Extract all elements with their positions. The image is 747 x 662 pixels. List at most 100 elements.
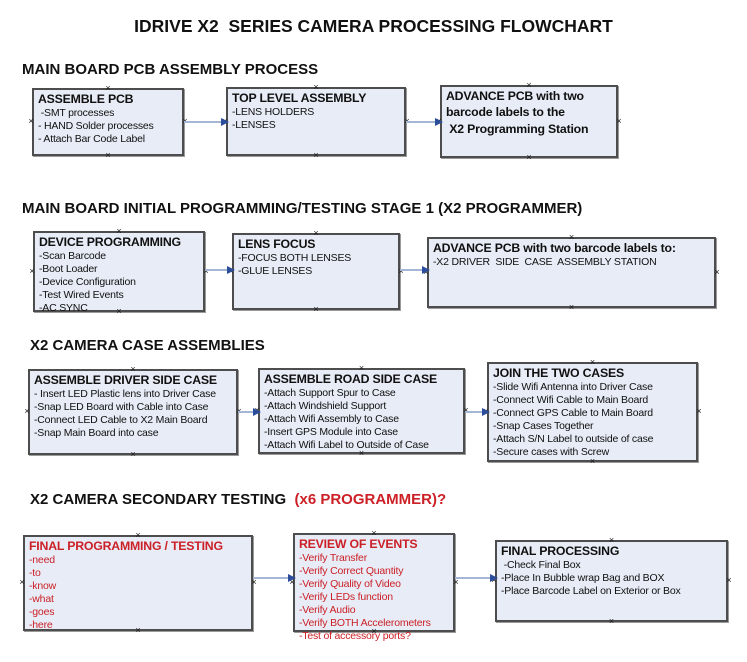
process-box: LENS FOCUS -FOCUS BOTH LENSES-GLUE LENSE…: [228, 229, 403, 314]
box-line: -Scan Barcode: [39, 249, 106, 262]
box-body: barcode labels to the X2 Programming Sta…: [446, 104, 612, 138]
box-body: -Check Final Box-Place In Bubble wrap Ba…: [501, 559, 722, 598]
box-title: ADVANCE PCB with two barcode labels to:: [433, 241, 676, 255]
arrowhead-icon: [221, 118, 229, 126]
process-box: ASSEMBLE PCB -SMT processes- HAND Solder…: [28, 84, 187, 160]
box-line: -Snap Cases Together: [493, 419, 594, 432]
box-line: -Verify Correct Quantity: [299, 564, 404, 577]
section-heading-case-assemblies: X2 CAMERA CASE ASSEMBLIES: [30, 337, 265, 354]
box-body: -need-to-know-what-goes-here: [29, 554, 247, 632]
process-box: DEVICE PROGRAMMING -Scan Barcode-Boot Lo…: [29, 226, 208, 316]
connection-handle-icon: ×: [24, 406, 30, 416]
process-box: REVIEW OF EVENTS -Verify Transfer-Verify…: [289, 528, 458, 642]
box-body: -SMT processes- HAND Solder processes- A…: [38, 107, 178, 146]
box-line: -Verify Transfer: [299, 551, 367, 564]
box-line: -Place In Bubble wrap Bag and BOX: [501, 571, 665, 584]
box-title: DEVICE PROGRAMMING: [39, 235, 181, 249]
arrowhead-icon: [490, 574, 498, 582]
box-title: ASSEMBLE DRIVER SIDE CASE: [34, 373, 217, 387]
process-box: ADVANCE PCB with two barcode labels to t…: [436, 80, 621, 162]
process-box: FINAL PROCESSING -Check Final Box-Place …: [491, 535, 731, 626]
box-body: -Scan Barcode-Boot Loader-Device Configu…: [39, 250, 199, 315]
connection-handle-icon: ×: [135, 530, 141, 540]
box-line: - Insert LED Plastic lens into Driver Ca…: [34, 387, 216, 400]
box-line: -here: [29, 618, 53, 631]
connection-handle-icon: ×: [526, 80, 532, 90]
connection-handle-icon: ×: [130, 449, 136, 459]
process-box: FINAL PROGRAMMING / TESTING -need-to-kno…: [19, 530, 256, 635]
connection-handle-icon: ×: [358, 363, 365, 373]
connection-handle-icon: ×: [589, 357, 596, 367]
box-line: -Connect GPS Cable to Main Board: [493, 406, 653, 419]
box-body: -Slide Wifi Antenna into Driver Case-Con…: [493, 381, 692, 459]
box-line: -Attach Wifi Assembly to Case: [264, 412, 399, 425]
process-box: ASSEMBLE DRIVER SIDE CASE - Insert LED P…: [24, 364, 241, 459]
section-heading-pcb-assembly: MAIN BOARD PCB ASSEMBLY PROCESS: [22, 61, 319, 78]
connection-handle-icon: ×: [453, 576, 459, 587]
box-body: -Attach Support Spur to Case-Attach Wind…: [264, 387, 459, 452]
box-line: -Verify LEDs function: [299, 590, 393, 603]
box-line: -X2 DRIVER SIDE CASE ASSEMBLY STATION: [433, 255, 657, 268]
box-line: -need: [29, 553, 55, 566]
section-heading-black-part: X2 CAMERA SECONDARY TESTING: [30, 491, 291, 508]
connection-handle-icon: ×: [608, 616, 615, 626]
box-body: -FOCUS BOTH LENSES-GLUE LENSES: [238, 252, 394, 278]
section-heading-secondary-testing: X2 CAMERA SECONDARY TESTING (x6 PROGRAMM…: [30, 491, 446, 508]
box-line: -Connect LED Cable to X2 Main Board: [34, 413, 208, 426]
process-box: ADVANCE PCB with two barcode labels to: …: [423, 232, 719, 312]
box-line: -Attach Wifi Label to Outside of Case: [264, 438, 429, 451]
connection-handle-icon: ×: [568, 302, 575, 312]
box-title: ASSEMBLE PCB: [38, 92, 134, 106]
box-line: -Slide Wifi Antenna into Driver Case: [493, 380, 653, 393]
box-line: -Connect Wifi Cable to Main Board: [493, 393, 649, 406]
box-line: -to: [29, 566, 41, 579]
connection-handle-icon: ×: [616, 115, 622, 126]
process-box: JOIN THE TWO CASES -Slide Wifi Antenna i…: [483, 357, 701, 466]
connection-handle-icon: ×: [251, 577, 257, 587]
connection-handle-icon: ×: [19, 577, 25, 587]
box-title: ADVANCE PCB with two: [446, 89, 584, 103]
box-line: -Verify BOTH Accelerometers: [299, 616, 431, 629]
box-line: X2 Programming Station: [446, 121, 589, 136]
flow-arrow: [253, 574, 296, 582]
box-line: -Place Barcode Label on Exterior or Box: [501, 584, 681, 597]
box-line: -Attach S/N Label to outside of case: [493, 432, 654, 445]
box-line: -SMT processes: [38, 106, 115, 119]
box-line: -what: [29, 592, 54, 605]
box-line: - HAND Solder processes: [38, 119, 154, 132]
box-body: -X2 DRIVER SIDE CASE ASSEMBLY STATION: [433, 256, 710, 269]
connection-handle-icon: ×: [130, 364, 136, 374]
box-line: -Boot Loader: [39, 262, 98, 275]
box-line: -Secure cases with Screw: [493, 445, 609, 458]
box-line: -Verify Quality of Video: [299, 577, 401, 590]
connection-handle-icon: ×: [568, 232, 575, 242]
connection-handle-icon: ×: [105, 150, 111, 160]
connection-handle-icon: ×: [608, 535, 615, 545]
flow-arrow: [465, 408, 490, 416]
box-title: LENS FOCUS: [238, 237, 316, 251]
connection-handle-icon: ×: [714, 266, 720, 277]
connection-handle-icon: ×: [28, 116, 34, 126]
box-line: -LENSES: [232, 118, 276, 131]
box-title: FINAL PROCESSING: [501, 544, 620, 558]
box-line: -know: [29, 579, 57, 592]
box-title: FINAL PROGRAMMING / TESTING: [29, 539, 223, 553]
connection-handle-icon: ×: [696, 406, 702, 416]
section-heading-red-part: (x6 PROGRAMMER)?: [290, 491, 447, 508]
box-line: -FOCUS BOTH LENSES: [238, 251, 352, 264]
box-line: -Attach Support Spur to Case: [264, 386, 396, 399]
box-line: -Insert GPS Module into Case: [264, 425, 398, 438]
flow-arrow: [205, 266, 235, 274]
box-line: -Snap LED Board with Cable into Case: [34, 400, 209, 413]
connection-handle-icon: ×: [371, 528, 377, 538]
flow-arrow: [184, 118, 229, 126]
arrowhead-icon: [227, 266, 235, 274]
arrowhead-icon: [288, 574, 296, 582]
connection-handle-icon: ×: [589, 456, 596, 466]
box-body: - Insert LED Plastic lens into Driver Ca…: [34, 388, 232, 440]
arrowhead-icon: [482, 408, 490, 416]
box-title: REVIEW OF EVENTS: [299, 537, 418, 551]
connection-handle-icon: ×: [526, 152, 532, 162]
box-line: -Snap Main Board into case: [34, 426, 159, 439]
connection-handle-icon: ×: [116, 226, 122, 236]
